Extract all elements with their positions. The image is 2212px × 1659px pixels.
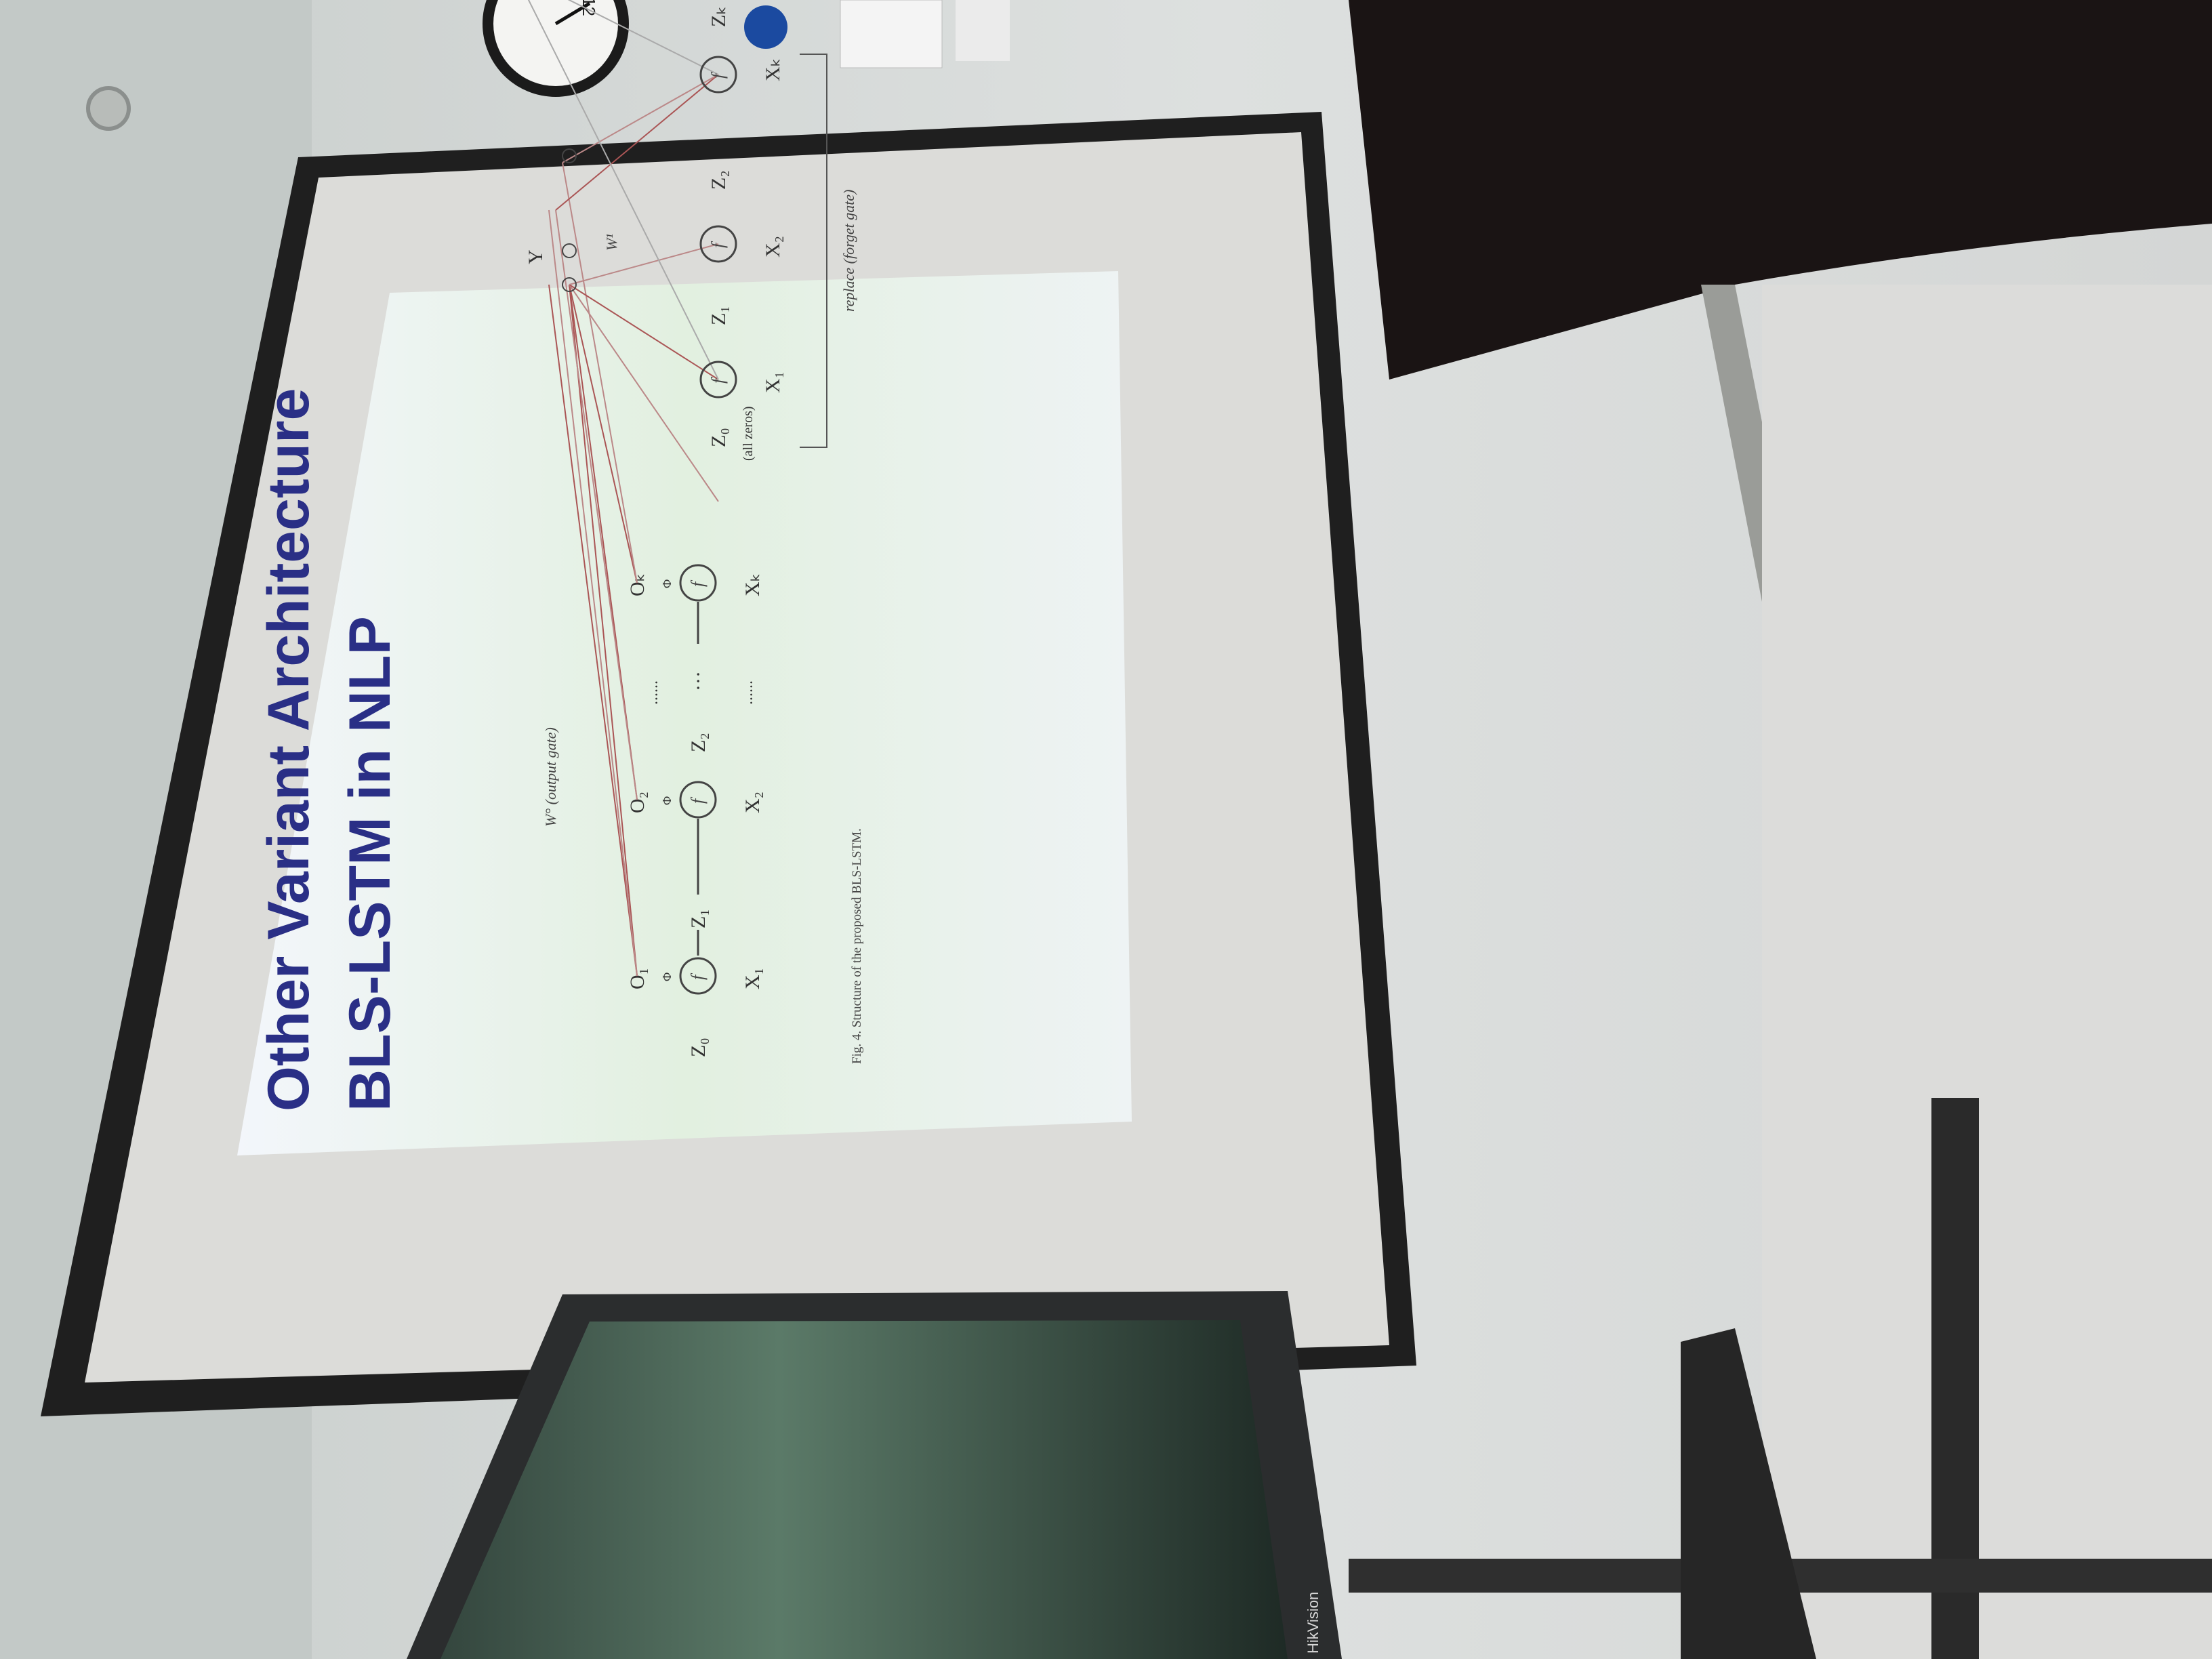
forward-z2: Z₂	[687, 733, 710, 752]
dark-overhang	[1349, 0, 2212, 380]
forward-f-2: f	[688, 796, 708, 804]
figure-caption: Fig. 4. Structure of the proposed BLS-LS…	[850, 828, 864, 1064]
backward-z1: Z₁	[708, 306, 730, 325]
wall-sign-icon	[744, 5, 787, 49]
slide-background	[237, 271, 1132, 1155]
hidden-weight-label: W¹	[603, 234, 620, 251]
output-node-3	[562, 148, 577, 163]
bls-lstm-diagram: W° (output gate) f f f Z₀ Z₁ Z₂ ··· O₁ O…	[514, 0, 857, 1057]
forward-phi-2: Φ	[660, 796, 674, 805]
wall-paper	[956, 0, 1010, 61]
forward-xk: Xₖ	[741, 573, 764, 596]
slide-title-line2: BLS-LSTM in NLP	[337, 616, 403, 1111]
backward-x2: X₂	[762, 236, 784, 258]
replace-forget-gate-label: replace (forget gate)	[840, 190, 857, 312]
forward-ok: Oₖ	[626, 573, 649, 596]
forward-f-1: f	[688, 972, 708, 980]
backward-f-k: f	[708, 71, 728, 79]
output-node-2	[562, 243, 577, 258]
forward-node-k	[679, 564, 717, 602]
forward-x2: X₂	[741, 792, 764, 813]
output-node-1	[562, 277, 577, 292]
forward-ellipsis: ......	[644, 680, 661, 705]
backward-node-1	[699, 361, 737, 398]
forward-node-1	[679, 957, 717, 995]
forward-x1: X₁	[741, 968, 764, 989]
monitor-brand-label: HikVision	[1305, 1592, 1322, 1654]
forward-z1: Z₁	[687, 909, 710, 928]
weight-lines	[514, 0, 719, 977]
backward-xk: Xₖ	[762, 58, 784, 81]
monitor-screen	[441, 1320, 1288, 1659]
forward-o2: O₂	[626, 792, 649, 813]
ceiling-light	[86, 86, 131, 131]
forward-phi-k: Φ	[660, 579, 674, 588]
backward-all-zeros: (all zeros)	[741, 406, 756, 461]
forward-f-k: f	[688, 579, 708, 587]
output-y-label: Y	[525, 249, 547, 264]
backward-node-k	[699, 56, 737, 94]
backward-z2: Z₂	[708, 170, 730, 190]
forward-x-ellipsis: ......	[739, 680, 756, 705]
forward-node-2	[679, 781, 717, 819]
backward-f-2: f	[708, 241, 728, 248]
forward-z0: Z₀	[687, 1038, 710, 1057]
replace-bracket	[800, 54, 827, 448]
wall-clock: 12	[483, 0, 629, 97]
backward-f-1: f	[708, 376, 728, 384]
backward-z0: Z₀	[708, 428, 730, 447]
forward-dots: ···	[687, 671, 710, 691]
lectern-device	[1681, 1328, 1816, 1659]
projected-slide: Other Variant Architecture BLS-LSTM in N…	[237, 0, 1132, 1155]
backward-zk: Zₖ	[708, 6, 730, 27]
backward-x1: X₁	[762, 371, 784, 393]
slide-title-line1: Other Variant Architecture	[256, 388, 321, 1111]
forward-phi-1: Φ	[660, 972, 674, 981]
backward-node-2	[699, 225, 737, 263]
right-wall-panel	[1762, 285, 2212, 1659]
forward-o1: O₁	[626, 968, 649, 989]
output-gate-label: W° (output gate)	[542, 727, 559, 827]
wall-notice	[840, 0, 943, 68]
